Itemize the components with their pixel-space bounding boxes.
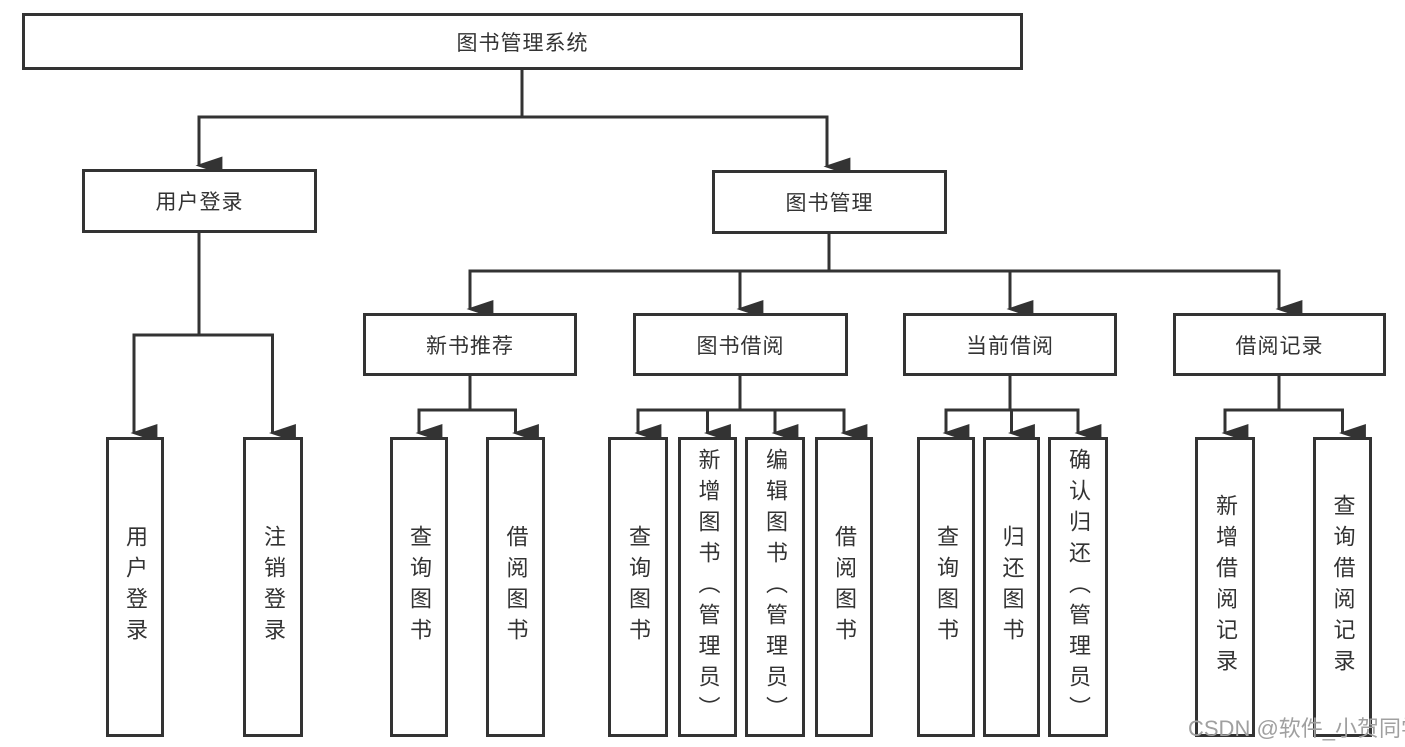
leaf-borrow-books-2: 借阅图书 [815,437,873,737]
leaf-borrow-books-2-label: 借阅图书 [832,525,857,649]
leaf-logout: 注销登录 [243,437,303,737]
leaf-user-login: 用户登录 [106,437,164,737]
node-library-system-label: 图书管理系统 [456,31,589,55]
leaf-query-books-2-label: 查询图书 [626,525,651,649]
leaf-edit-book-admin: 编辑图书（管理员） [745,437,805,737]
leaf-add-book-admin: 新增图书（管理员） [678,437,737,737]
leaf-borrow-books-1: 借阅图书 [486,437,545,737]
leaf-borrow-books-1-label: 借阅图书 [503,525,529,649]
node-new-book-recommend: 新书推荐 [363,313,577,376]
node-borrow-records-label: 借阅记录 [1235,334,1324,358]
leaf-logout-label: 注销登录 [261,525,286,649]
leaf-query-books-3-label: 查询图书 [934,525,959,649]
leaf-return-book-label: 归还图书 [999,525,1025,649]
node-book-management: 图书管理 [712,170,947,234]
node-library-system: 图书管理系统 [22,13,1023,70]
leaf-query-books-3: 查询图书 [917,437,975,737]
csdn-watermark: CSDN @软件_小贺同学 [1188,716,1405,741]
node-book-management-label: 图书管理 [785,192,874,215]
node-borrow-records: 借阅记录 [1173,313,1386,376]
leaf-query-borrow-record-label: 查询借阅记录 [1330,494,1356,680]
leaf-return-book: 归还图书 [983,437,1040,737]
node-user-login-label: 用户登录 [155,191,244,214]
leaf-add-borrow-record-label: 新增借阅记录 [1213,494,1238,680]
leaf-confirm-return-admin-label: 确认归还（管理员） [1066,447,1091,727]
leaf-user-login-label: 用户登录 [123,525,148,649]
leaf-query-books-1-label: 查询图书 [407,525,432,649]
leaf-query-books-1: 查询图书 [390,437,448,737]
node-user-login: 用户登录 [82,169,317,233]
leaf-add-borrow-record: 新增借阅记录 [1195,437,1255,737]
leaf-confirm-return-admin: 确认归还（管理员） [1048,437,1108,737]
node-current-borrow-label: 当前借阅 [966,334,1054,358]
leaf-query-borrow-record: 查询借阅记录 [1313,437,1372,737]
node-book-borrow: 图书借阅 [633,313,848,376]
node-book-borrow-label: 图书借阅 [696,334,785,358]
leaf-query-books-2: 查询图书 [608,437,668,737]
node-current-borrow: 当前借阅 [903,313,1117,376]
leaf-add-book-admin-label: 新增图书（管理员） [695,447,721,727]
leaf-edit-book-admin-label: 编辑图书（管理员） [763,447,788,727]
node-new-book-recommend-label: 新书推荐 [426,334,514,358]
